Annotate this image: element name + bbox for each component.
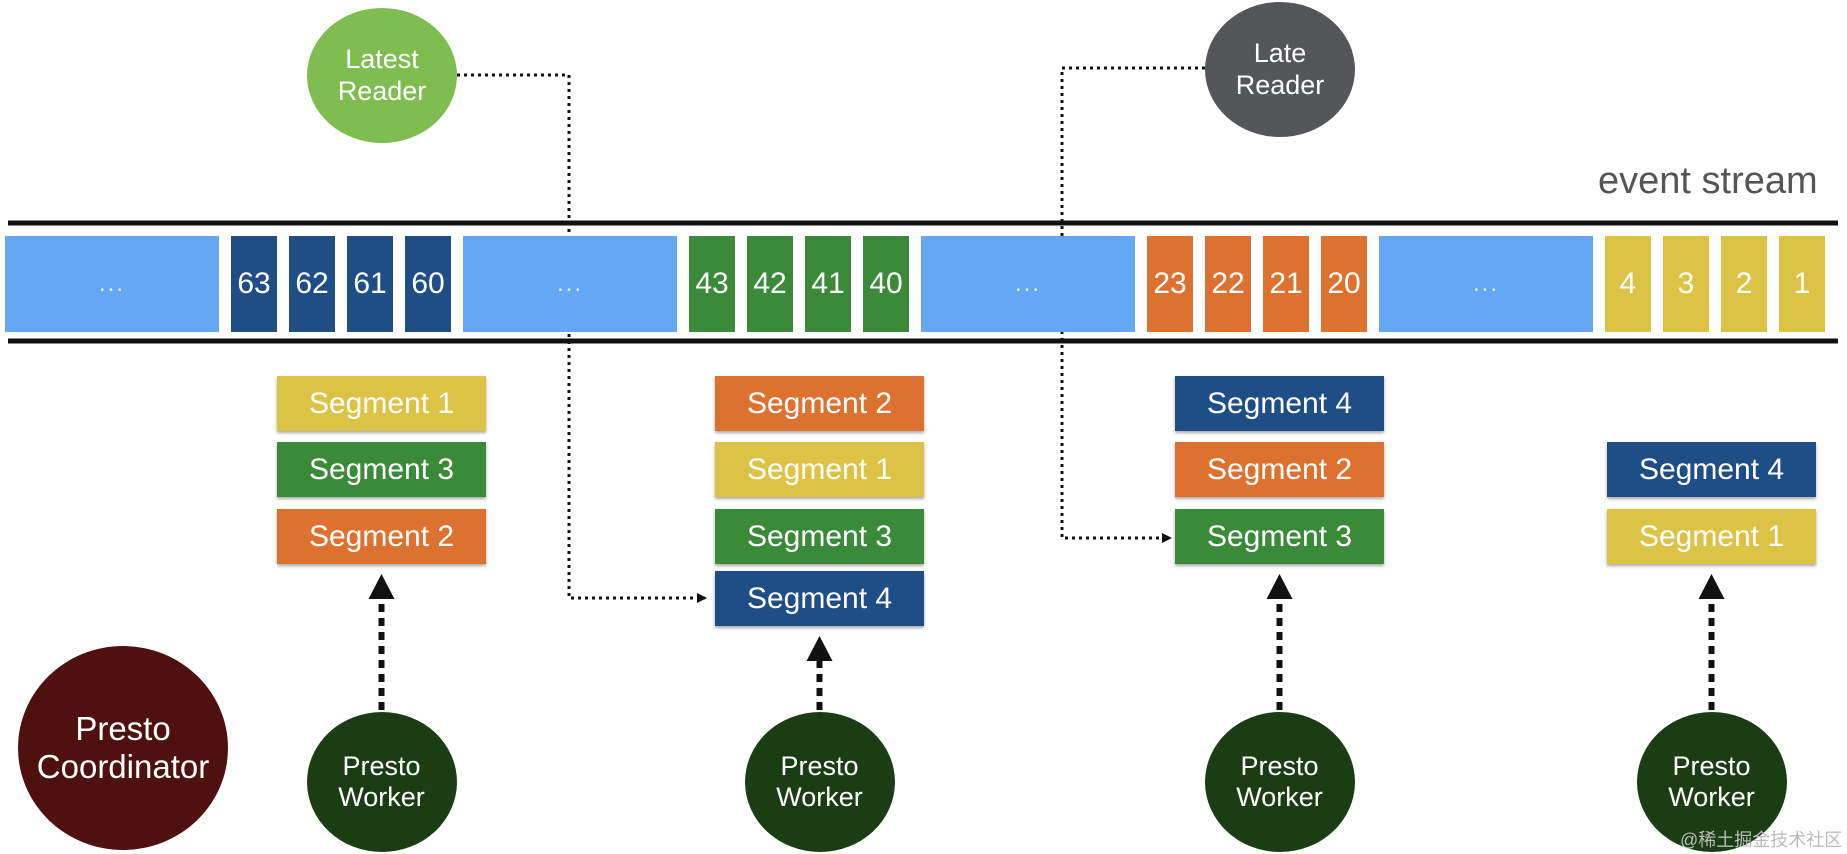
stream-ellipsis-block: ... — [5, 236, 219, 332]
watermark-text: @稀土掘金技术社区 — [1680, 830, 1843, 850]
stream-event-block: 21 — [1263, 236, 1309, 332]
segment-box: Segment 4 — [715, 571, 924, 626]
stream-event-block: 61 — [347, 236, 393, 332]
stream-event-block: 20 — [1321, 236, 1367, 332]
worker-label-line2: Worker — [1668, 782, 1755, 812]
event-stream-label: event stream — [1598, 160, 1818, 202]
worker-label-line1: Presto — [780, 750, 859, 781]
reader-label-line2: Reader — [1235, 69, 1325, 100]
stream-ellipsis-block: ... — [1379, 236, 1593, 332]
segment-box: Segment 3 — [1175, 509, 1384, 564]
stream-event-block: 42 — [747, 236, 793, 332]
stream-event-block: 4 — [1605, 236, 1651, 332]
segment-box: Segment 4 — [1175, 376, 1384, 431]
segment-box: Segment 3 — [277, 442, 486, 497]
worker-label-line1: Presto — [342, 750, 421, 781]
stream-ellipsis-block: ... — [463, 236, 677, 332]
stream-event-block: 1 — [1779, 236, 1825, 332]
worker-to-segment-arrow-head — [1698, 574, 1725, 599]
stream-event-block: 60 — [405, 236, 451, 332]
stream-event-block: 22 — [1205, 236, 1251, 332]
worker-to-segment-arrow-head — [368, 574, 395, 599]
segment-box: Segment 1 — [715, 442, 924, 497]
stream-event-block: 62 — [289, 236, 335, 332]
stream-event-block: 23 — [1147, 236, 1193, 332]
worker-to-segment-arrow-head — [806, 636, 833, 661]
latest-reader-connector — [457, 73, 707, 603]
stream-ellipsis-block: ... — [921, 236, 1135, 332]
worker-to-segment-arrow-head — [1266, 574, 1293, 599]
reader-label-line1: Latest — [345, 44, 419, 75]
stream-event-block: 2 — [1721, 236, 1767, 332]
presto-coordinator-node: Presto Coordinator — [18, 646, 228, 850]
worker-label-line1: Presto — [1672, 750, 1751, 781]
stream-event-block: 63 — [231, 236, 277, 332]
segment-box: Segment 1 — [277, 376, 486, 431]
coordinator-label-line1: Presto — [75, 710, 171, 748]
reader-label-line1: Late — [1253, 38, 1307, 69]
coordinator-label-line2: Coordinator — [36, 748, 210, 785]
stream-event-block: 41 — [805, 236, 851, 332]
segment-box: Segment 4 — [1607, 442, 1816, 497]
worker-label-line2: Worker — [776, 782, 863, 812]
reader-label-line2: Reader — [337, 75, 427, 106]
segment-box: Segment 2 — [277, 509, 486, 564]
segment-box: Segment 1 — [1607, 509, 1816, 564]
stream-event-block: 43 — [689, 236, 735, 332]
segment-box: Segment 2 — [1175, 442, 1384, 497]
worker-label-line1: Presto — [1240, 750, 1319, 781]
worker-label-line2: Worker — [1236, 782, 1323, 812]
worker-label-line2: Worker — [338, 782, 425, 812]
stream-event-block: 3 — [1663, 236, 1709, 332]
segment-box: Segment 2 — [715, 376, 924, 431]
stream-event-block: 40 — [863, 236, 909, 332]
segment-box: Segment 3 — [715, 509, 924, 564]
